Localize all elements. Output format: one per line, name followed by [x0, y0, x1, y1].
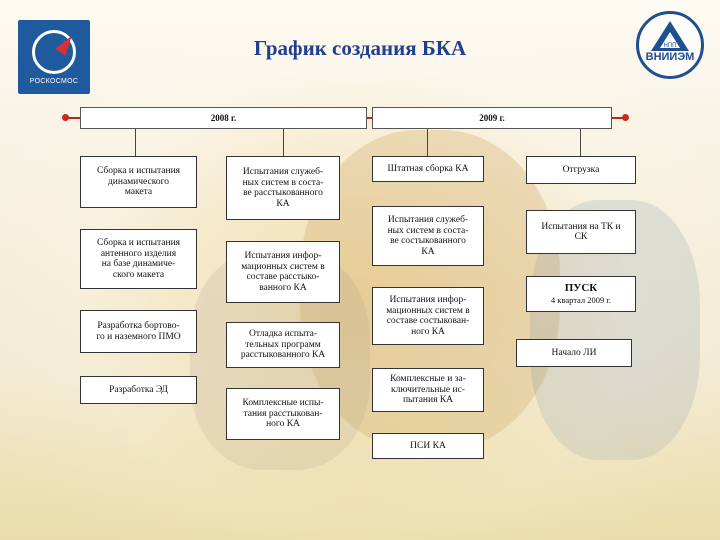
- col4-shipment-text: Отгрузка: [562, 164, 600, 175]
- col3-task-5-text: ПСИ КА: [410, 440, 446, 451]
- col4-launch: ПУСК 4 квартал 2009 г.: [526, 276, 636, 312]
- launch-label: ПУСК: [564, 281, 598, 294]
- col3-task-5: ПСИ КА: [372, 433, 484, 459]
- col3-task-1: Штатная сборка КА: [372, 156, 484, 182]
- timeline-end-dot: [622, 114, 629, 121]
- roscosmos-logo-caption: РОСКОСМОС: [29, 78, 79, 85]
- page-title: График создания БКА: [253, 36, 467, 60]
- col1-task-4-text: Разработка ЭД: [109, 384, 168, 395]
- col4-shipment: Отгрузка: [526, 156, 636, 184]
- connector: [427, 129, 428, 156]
- col4-tk-tests: Испытания на ТК и СК: [526, 210, 636, 254]
- logo-triangle-inner-icon: [660, 32, 680, 48]
- col2-task-3: Отладка испыта- тельных программ расстык…: [226, 322, 340, 368]
- col2-task-4: Комплексные испы- тания расстыкован- ног…: [226, 388, 340, 440]
- scaffolding-shape: [0, 380, 720, 540]
- year-2009-label: 2009 г.: [372, 107, 612, 129]
- col2-task-1: Испытания служеб- ных систем в соста- ве…: [226, 156, 340, 220]
- connector: [135, 129, 136, 156]
- col3-task-4-text: Комплексные и за- ключительные ис- пытан…: [390, 374, 466, 406]
- col3-task-1-text: Штатная сборка КА: [387, 163, 469, 174]
- col2-task-2: Испытания инфор- мационных систем в сост…: [226, 241, 340, 303]
- timeline-start-dot: [62, 114, 69, 121]
- col4-lifecycle-start: Начало ЛИ: [516, 339, 632, 367]
- col4-lifecycle-start-text: Начало ЛИ: [551, 347, 597, 358]
- col3-task-2: Испытания служеб- ных систем в соста- ве…: [372, 206, 484, 266]
- orbit-icon: [32, 30, 76, 74]
- col3-task-4: Комплексные и за- ключительные ис- пытан…: [372, 368, 484, 412]
- col3-task-3-text: Испытания инфор- мационных систем в сост…: [386, 295, 470, 337]
- col1-task-2-text: Сборка и испытания антенного изделия на …: [96, 238, 181, 280]
- col1-task-1: Сборка и испытания динамического макета: [80, 156, 197, 208]
- col3-task-2-text: Испытания служеб- ных систем в соста- ве…: [387, 215, 469, 257]
- col3-task-3: Испытания инфор- мационных систем в сост…: [372, 287, 484, 345]
- year-2008-label: 2008 г.: [80, 107, 367, 129]
- vniiem-logo-sub: НПП: [663, 43, 677, 49]
- col4-tk-tests-text: Испытания на ТК и СК: [541, 221, 621, 243]
- col1-task-2: Сборка и испытания антенного изделия на …: [80, 229, 197, 289]
- col1-task-3-text: Разработка бортово- го и наземного ПМО: [96, 321, 181, 342]
- col2-task-3-text: Отладка испыта- тельных программ расстык…: [240, 329, 326, 361]
- vniiem-logo-mark: ВНИИЭМ: [645, 51, 695, 63]
- col2-task-2-text: Испытания инфор- мационных систем в сост…: [241, 251, 325, 293]
- col2-task-1-text: Испытания служеб- ных систем в соста- ве…: [242, 167, 324, 209]
- vniiem-logo: НПП ВНИИЭМ: [630, 5, 710, 85]
- col1-task-3: Разработка бортово- го и наземного ПМО: [80, 310, 197, 353]
- col1-task-1-text: Сборка и испытания динамического макета: [96, 166, 181, 198]
- connector: [580, 129, 581, 156]
- col2-task-4-text: Комплексные испы- тания расстыкован- ног…: [242, 398, 324, 430]
- launch-date: 4 квартал 2009 г.: [550, 295, 612, 305]
- col1-task-4: Разработка ЭД: [80, 376, 197, 404]
- roscosmos-logo: РОСКОСМОС: [18, 20, 90, 94]
- connector: [283, 129, 284, 156]
